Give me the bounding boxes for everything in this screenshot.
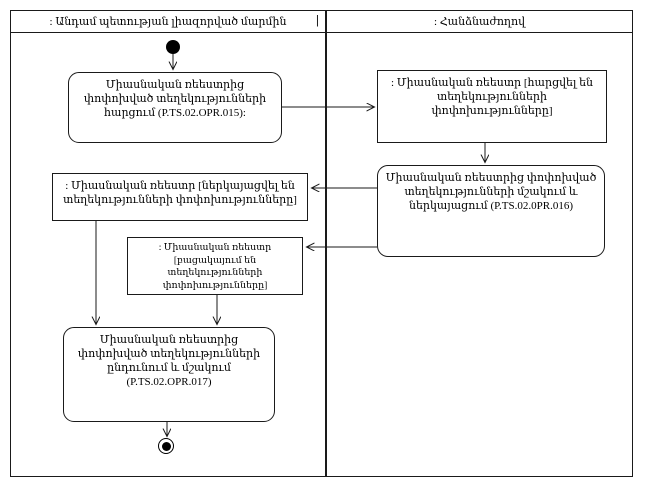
action-node-opr015-label: Միասնական ռեեստրից փոփոխված տեղեկություն… xyxy=(83,79,267,119)
object-node-requested-label: : Միասնական ռեեստր [հարցվել են տեղեկությ… xyxy=(391,77,593,117)
action-node-opr015: Միասնական ռեեստրից փոփոխված տեղեկություն… xyxy=(68,72,282,143)
action-node-opr016-label: Միասնական ռեեստրից փոփոխված տեղեկություն… xyxy=(385,172,597,212)
object-node-absent-label: : Միասնական ռեեստր [բացակայում են տեղեկո… xyxy=(158,243,272,291)
initial-node xyxy=(166,40,180,54)
object-node-requested: : Միասնական ռեեստր [հարցվել են տեղեկությ… xyxy=(377,70,607,143)
action-node-opr016: Միասնական ռեեստրից փոփոխված տեղեկություն… xyxy=(377,165,605,257)
object-node-absent: : Միասնական ռեեստր [բացակայում են տեղեկո… xyxy=(127,237,303,295)
object-node-presented-label: : Միասնական ռեեստր [ներկայացվել են տեղեկ… xyxy=(63,180,297,206)
final-node-dot xyxy=(161,441,171,451)
action-node-opr017: Միասնական ռեեստրից փոփոխված տեղեկություն… xyxy=(63,327,275,422)
lane-title-left: : Անդամ պետության լիազորված մարմին xyxy=(49,16,287,28)
lane-header-left: : Անդամ պետության լիազորված մարմին xyxy=(10,10,326,33)
object-node-presented: : Միասնական ռեեստր [ներկայացվել են տեղեկ… xyxy=(52,173,308,221)
text-cursor-mark: | xyxy=(316,12,319,27)
lane-title-right: : Հանձնաժողով xyxy=(433,16,526,28)
lane-header-right: : Հանձնաժողով xyxy=(326,10,633,33)
final-node xyxy=(158,438,174,454)
action-node-opr017-label: Միասնական ռեեստրից փոփոխված տեղեկություն… xyxy=(77,334,261,388)
